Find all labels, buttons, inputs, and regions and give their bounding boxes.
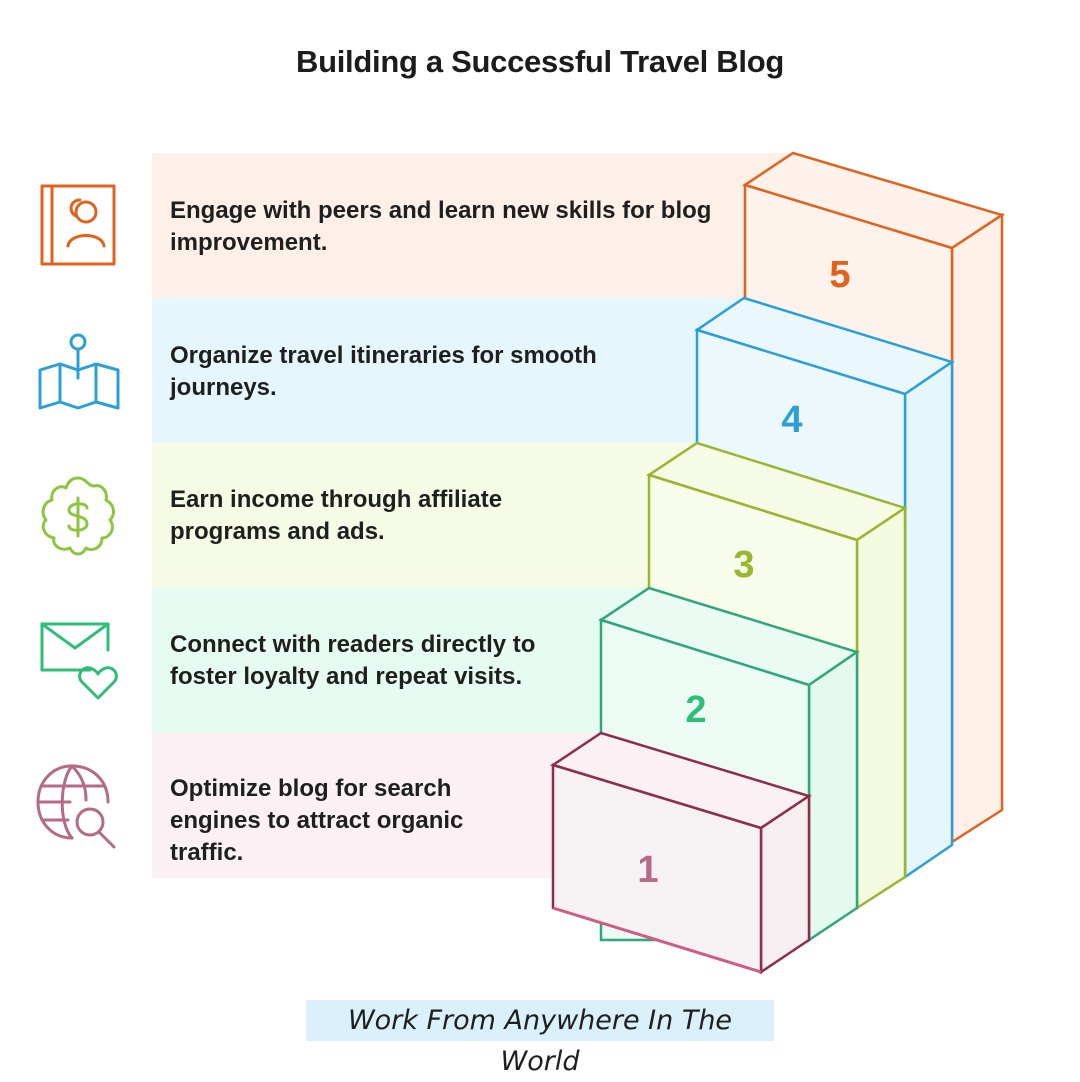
map-pin-icon [38,333,120,410]
footer-caption: Work From Anywhere In The World [306,1000,774,1077]
step-2-number: 2 [685,689,706,731]
step-4-number: 4 [781,399,802,441]
profile-card-icon [40,184,116,266]
band-step-5 [152,153,802,298]
mail-heart-icon [40,622,118,700]
step-3-text: Earn income through affiliate programs a… [170,486,503,545]
page-title: Building a Successful Travel Blog [296,44,784,79]
step-4-text: Organize travel itineraries for smooth j… [170,342,597,401]
step-5-text: Engage with peers and learn new skills f… [170,197,712,256]
step-2-text: Connect with readers directly to foster … [170,631,536,690]
globe-search-icon [36,764,116,849]
step-1-text: Optimize blog for search engines to attr… [170,775,464,866]
step-3-number: 3 [733,544,754,586]
step-1-block: 1 [550,731,812,975]
band-step-4 [152,298,802,443]
step-5-number: 5 [829,254,850,296]
step-1-number: 1 [637,849,658,891]
dollar-badge-icon [41,476,115,556]
